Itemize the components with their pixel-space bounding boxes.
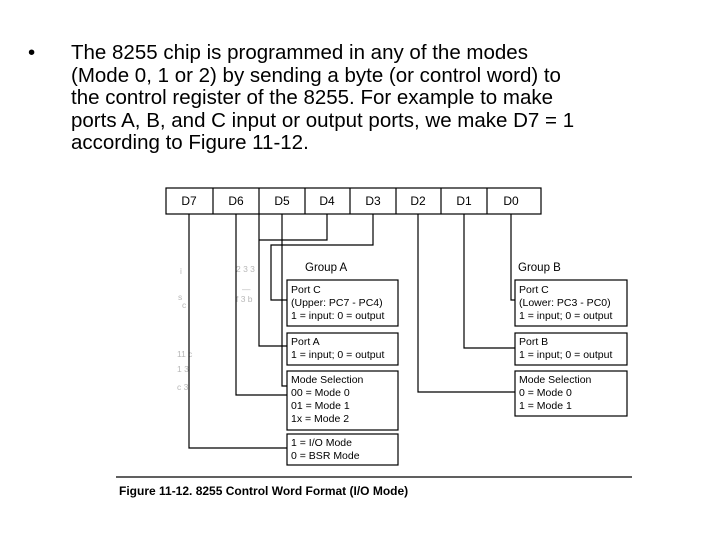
group-b-title: Group B xyxy=(518,262,561,274)
group-a-port-c-box: Port C (Upper: PC7 - PC4) 1 = input: 0 =… xyxy=(286,279,399,327)
connector-lines xyxy=(188,214,516,449)
svg-text:0 = BSR Mode: 0 = BSR Mode xyxy=(291,450,360,462)
svg-text:Port B: Port B xyxy=(519,336,548,348)
svg-text:1 = input; 0 = output: 1 = input; 0 = output xyxy=(291,349,384,361)
svg-text:1 = input; 0 = output: 1 = input; 0 = output xyxy=(519,310,612,322)
paragraph-line: (Mode 0, 1 or 2) by sending a byte (or c… xyxy=(71,63,561,87)
group-b-mode-selection-box: Mode Selection 0 = Mode 0 1 = Mode 1 xyxy=(514,370,628,417)
group-b-port-b-box: Port B 1 = input; 0 = output xyxy=(514,332,628,366)
svg-text:(Upper: PC7 - PC4): (Upper: PC7 - PC4) xyxy=(291,297,383,309)
paragraph-line: the control register of the 8255. For ex… xyxy=(71,86,554,109)
paragraph-line: The 8255 chip is programmed in any of th… xyxy=(71,41,528,64)
paragraph-line: ports A, B, and C input or output ports,… xyxy=(71,108,575,132)
svg-text:s: s xyxy=(178,292,182,302)
bit-row xyxy=(165,187,542,215)
svg-text:f 3 b: f 3 b xyxy=(236,294,253,304)
group-a-title: Group A xyxy=(305,262,348,274)
svg-text:1 = input: 0 = output: 1 = input: 0 = output xyxy=(291,310,384,322)
svg-text:1 3: 1 3 xyxy=(177,364,189,374)
bit-d1: D1 xyxy=(456,194,472,208)
svg-text:(Lower: PC3 - PC0): (Lower: PC3 - PC0) xyxy=(519,297,611,309)
svg-text:c: c xyxy=(182,300,187,310)
svg-text:1 = input; 0 = output: 1 = input; 0 = output xyxy=(519,349,612,361)
scan-artifacts: i 2 3 3 s — c f 3 b 11 c 1 3 c 3 xyxy=(177,264,255,392)
bit-d6: D6 xyxy=(228,194,244,208)
svg-text:11 c: 11 c xyxy=(177,349,193,359)
figure-caption: Figure 11-12. 8255 Control Word Format (… xyxy=(119,484,408,498)
svg-text:0 = Mode 0: 0 = Mode 0 xyxy=(519,387,572,399)
bit-d4: D4 xyxy=(319,194,335,208)
svg-text:i: i xyxy=(180,266,182,276)
svg-text:c 3: c 3 xyxy=(177,382,189,392)
svg-text:1x = Mode 2: 1x = Mode 2 xyxy=(291,413,349,425)
bullet-symbol: • xyxy=(28,41,36,64)
group-b-port-c-box: Port C (Lower: PC3 - PC0) 1 = input; 0 =… xyxy=(514,279,628,327)
paragraph-line: according to Figure 11-12. xyxy=(71,131,309,154)
svg-text:1 = I/O Mode: 1 = I/O Mode xyxy=(291,437,352,449)
bit-d2: D2 xyxy=(410,194,426,208)
svg-text:Mode Selection: Mode Selection xyxy=(291,374,364,386)
svg-text:2 3 3: 2 3 3 xyxy=(236,264,255,274)
bit-d3: D3 xyxy=(365,194,381,208)
svg-text:—: — xyxy=(242,284,251,294)
svg-text:Mode Selection: Mode Selection xyxy=(519,374,592,386)
bullet-paragraph: • The 8255 chip is programmed in any of … xyxy=(28,41,708,155)
bit-d0: D0 xyxy=(503,194,519,208)
svg-text:Port A: Port A xyxy=(291,336,320,348)
svg-text:Port C: Port C xyxy=(291,284,321,296)
group-a-port-a-box: Port A 1 = input; 0 = output xyxy=(286,332,399,366)
svg-text:1 = Mode 1: 1 = Mode 1 xyxy=(519,400,572,412)
svg-text:00 = Mode 0: 00 = Mode 0 xyxy=(291,387,350,399)
svg-text:01 = Mode 1: 01 = Mode 1 xyxy=(291,400,350,412)
group-a-mode-selection-box: Mode Selection 00 = Mode 0 01 = Mode 1 1… xyxy=(286,370,399,431)
bit-d5: D5 xyxy=(274,194,290,208)
mode-flag-box: 1 = I/O Mode 0 = BSR Mode xyxy=(286,433,399,466)
svg-text:Port C: Port C xyxy=(519,284,549,296)
bit-labels: D7 D6 D5 D4 D3 D2 D1 D0 xyxy=(181,194,519,208)
bit-d7: D7 xyxy=(181,194,197,208)
